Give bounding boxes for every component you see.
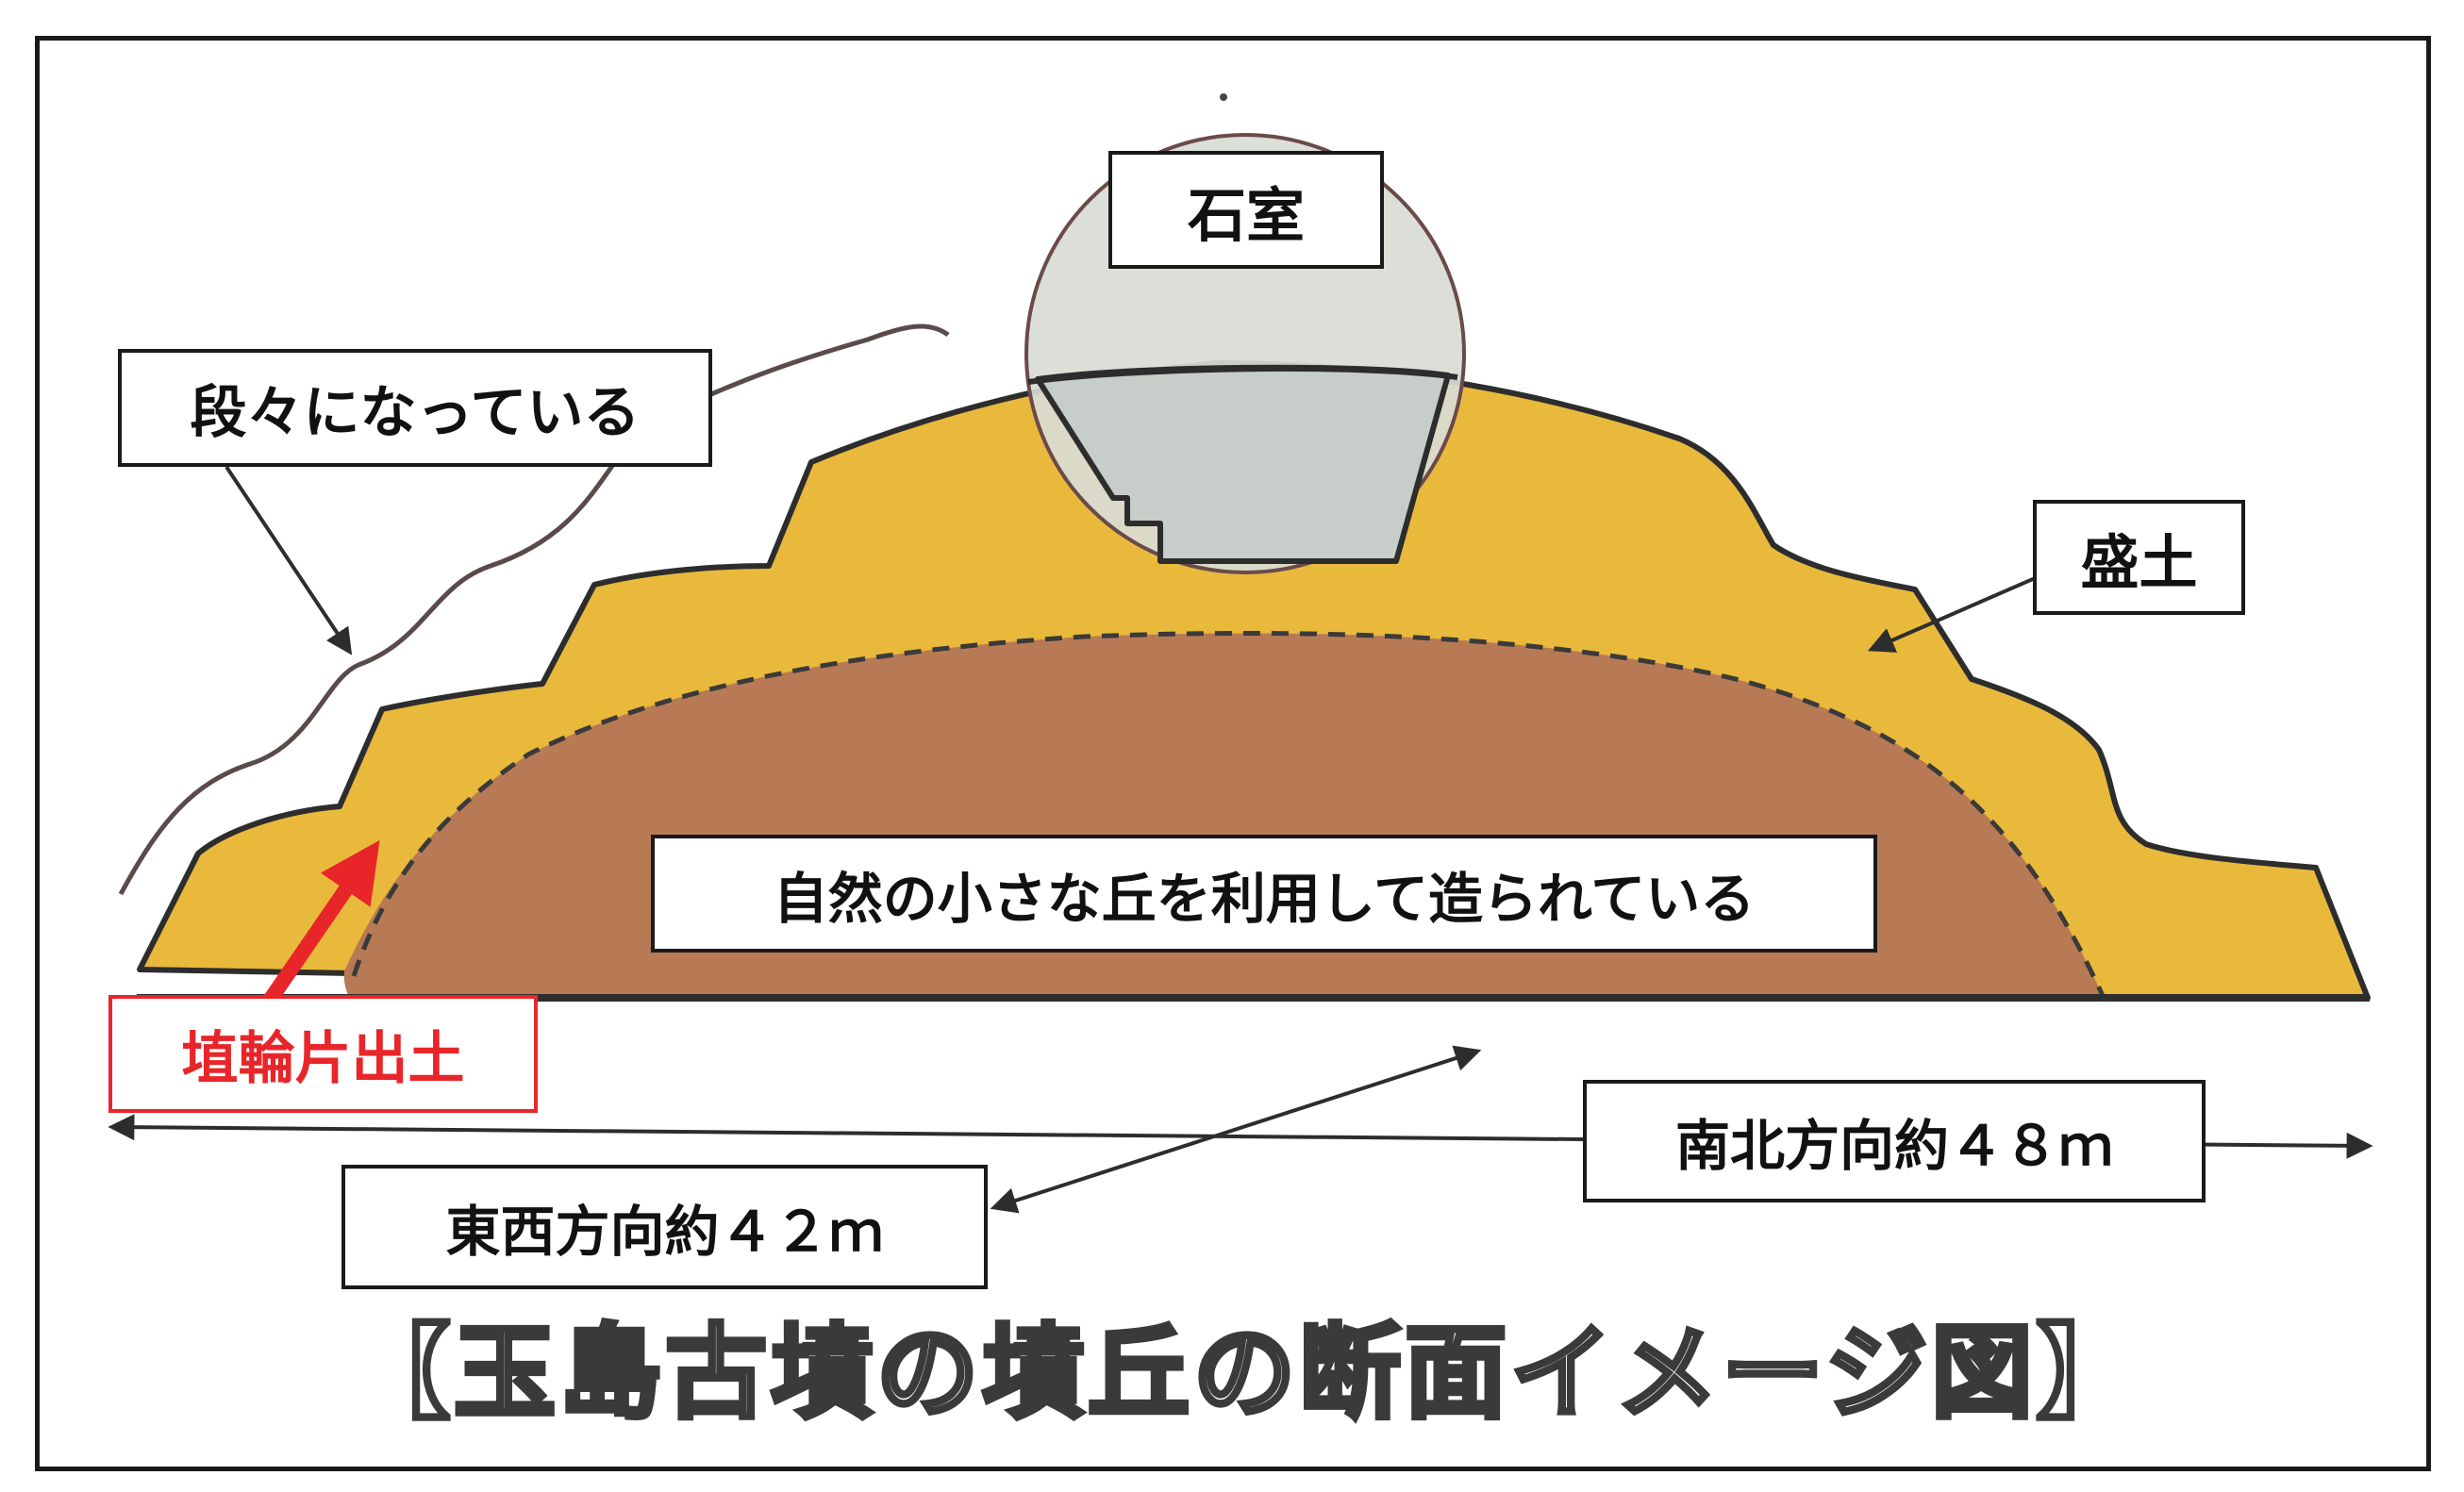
natural-hill-label: 自然の小さな丘を利用して造られている — [651, 835, 1877, 953]
speck-mark — [1220, 93, 1227, 101]
natural-hill-dashed-outline — [351, 630, 2106, 1000]
mound-top-line — [1027, 365, 1458, 385]
diagram-caption: 【玉島古墳の墳丘の断面イメージ図】 — [346, 1313, 2142, 1435]
terrace-pointer-arrow — [225, 465, 353, 655]
terrace-outline-line — [118, 323, 950, 896]
mound-fill-label: 盛土 — [2033, 500, 2245, 615]
outer-frame — [35, 36, 2431, 1471]
stone-chamber-label: 石室 — [1108, 151, 1384, 269]
east-west-label: 東西方向約４２ｍ — [341, 1165, 988, 1289]
terraced-label: 段々になっている — [118, 349, 712, 467]
haniwa-label: 埴輪片出土 — [108, 995, 538, 1113]
east-west-dimension-arrow — [990, 1045, 1482, 1214]
haniwa-pointer-arrow — [261, 839, 380, 1009]
north-south-label: 南北方向約４８ｍ — [1583, 1080, 2206, 1202]
